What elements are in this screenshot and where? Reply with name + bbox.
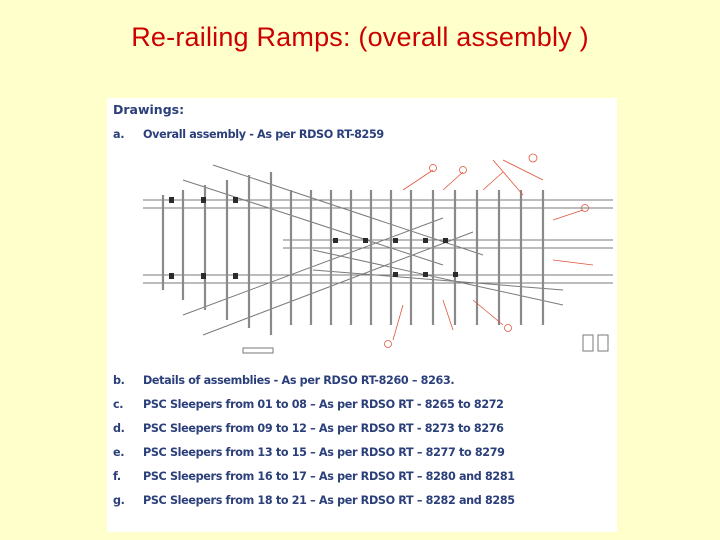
drawing-document: Drawings: a. Overall assembly - As per RD… (107, 98, 617, 532)
item-letter: f. (113, 470, 121, 483)
slide-title: Re-railing Ramps: (overall assembly ) (131, 22, 589, 52)
item-letter: d. (113, 422, 125, 435)
list-item-f: f. PSC Sleepers from 16 to 17 – As per RD… (113, 470, 515, 483)
item-text: Overall assembly - As per RDSO RT-8259 (143, 128, 384, 141)
list-item-b: b. Details of assemblies - As per RDSO RT… (113, 374, 455, 387)
item-letter: c. (113, 398, 124, 411)
list-item-c: c. PSC Sleepers from 01 to 08 – As per RD… (113, 398, 504, 411)
list-item-a: a. Overall assembly - As per RDSO RT-8259 (113, 128, 384, 141)
item-text: PSC Sleepers from 09 to 12 – As per RDSO… (143, 422, 504, 435)
item-letter: a. (113, 128, 125, 141)
item-text: PSC Sleepers from 18 to 21 – As per RDSO… (143, 494, 515, 507)
item-letter: g. (113, 494, 125, 507)
list-item-e: e. PSC Sleepers from 13 to 15 – As per RD… (113, 446, 505, 459)
item-text: PSC Sleepers from 01 to 08 – As per RDSO… (143, 398, 504, 411)
doc-heading: Drawings: (113, 102, 185, 117)
item-letter: b. (113, 374, 125, 387)
overall-assembly-drawing (143, 153, 613, 354)
list-item-g: g. PSC Sleepers from 18 to 21 – As per RD… (113, 494, 515, 507)
item-text: Details of assemblies - As per RDSO RT-8… (143, 374, 455, 387)
item-letter: e. (113, 446, 125, 459)
item-text: PSC Sleepers from 13 to 15 – As per RDSO… (143, 446, 505, 459)
list-item-d: d. PSC Sleepers from 09 to 12 – As per RD… (113, 422, 504, 435)
item-text: PSC Sleepers from 16 to 17 – As per RDSO… (143, 470, 515, 483)
